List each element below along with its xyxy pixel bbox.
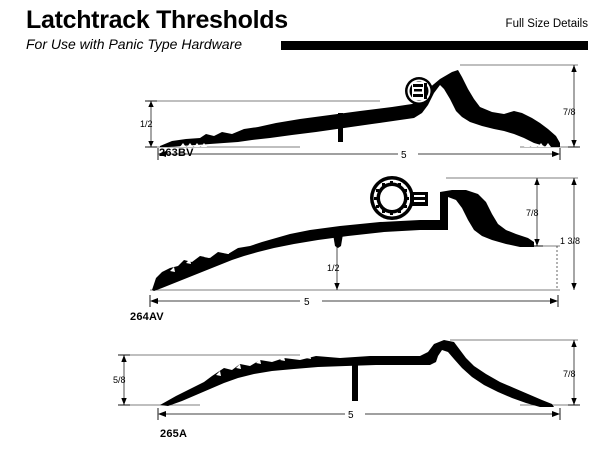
center-fin-264av (332, 228, 344, 248)
dimension-label-fin-depth-264av: 1/2 (327, 263, 340, 273)
dimension-label-width-263bv: 5 (401, 150, 407, 160)
dimension-label-width-265a: 5 (348, 410, 354, 421)
drawing-264av: 7/8 1 3/8 1/2 (0, 168, 600, 323)
dimension-label-right-height-263bv: 7/8 (563, 107, 576, 117)
dimension-width-263bv: 5 (157, 148, 561, 160)
vinyl-seal-circle-264av (370, 176, 428, 220)
drawing-263bv: 1/2 7/8 5 (0, 55, 600, 160)
dimension-label-upper-height-264av: 7/8 (526, 208, 539, 218)
dimension-upper-height-264av: 7/8 (526, 178, 543, 247)
center-fin-265a (352, 365, 358, 401)
header-rule (281, 43, 588, 50)
extension-lines (148, 64, 578, 148)
dimension-label-overall-height-264av: 1 3/8 (560, 236, 580, 246)
page-header: Latchtrack Thresholds For Use with Panic… (0, 0, 600, 58)
threshold-profile-264av (152, 190, 534, 291)
dimension-label-left-height-265a: 5/8 (113, 375, 126, 385)
page-title: Latchtrack Thresholds (26, 6, 288, 34)
serrated-tread-right-263bv (524, 143, 551, 147)
part-label-264av: 264AV (130, 311, 164, 323)
dimension-label-left-height-263bv: 1/2 (140, 119, 153, 129)
profile-diagram-264av: 7/8 1 3/8 1/2 (149, 176, 580, 308)
dimension-label-right-height-265a: 7/8 (563, 369, 576, 379)
dimension-fin-depth-264av: 1/2 (327, 241, 340, 290)
threshold-profile-263bv (160, 70, 560, 147)
dimension-label-width-264av: 5 (304, 297, 310, 308)
profile-diagram-263bv: 1/2 7/8 5 (140, 64, 580, 160)
drawing-265a: 5/8 7/8 5 (0, 332, 600, 450)
dimension-left-height-265a: 5/8 (113, 354, 130, 406)
page-subtitle: For Use with Panic Type Hardware (26, 36, 243, 52)
header-rule-thin (281, 41, 588, 43)
part-label-265a: 265A (160, 428, 188, 440)
serrated-tread-264av (170, 249, 229, 272)
dimension-left-height-263bv: 1/2 (140, 100, 157, 148)
center-fin-263bv (338, 113, 343, 142)
threshold-profile-265a (160, 340, 554, 407)
dimension-right-height-265a: 7/8 (563, 340, 580, 406)
vinyl-seal-circle-263bv (405, 77, 433, 105)
profile-diagram-265a: 5/8 7/8 5 (113, 339, 580, 421)
serrated-tread-265a (216, 354, 311, 376)
full-size-details-note: Full Size Details (505, 18, 588, 30)
part-label-263bv: 263BV (159, 147, 194, 159)
dimension-width-264av: 5 (149, 295, 559, 308)
dimension-width-265a: 5 (157, 408, 561, 421)
dimension-right-height-263bv: 7/8 (563, 65, 580, 148)
dimension-overall-height-264av: 1 3/8 (560, 178, 580, 290)
serrated-tread-left-263bv (180, 143, 207, 147)
